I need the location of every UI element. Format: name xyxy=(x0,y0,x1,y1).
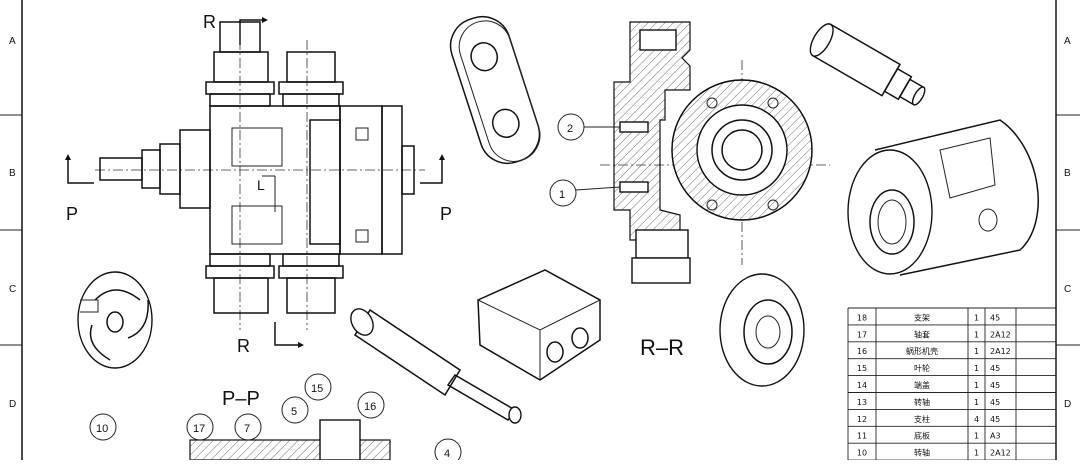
zone-letter-c-left: C xyxy=(9,284,16,295)
bom-cell-name: 转轴 xyxy=(914,397,930,407)
bom-cell-qty: 1 xyxy=(974,330,979,339)
svg-text:4: 4 xyxy=(444,448,450,460)
bom-cell-qty: 1 xyxy=(974,432,979,441)
bom-cell-qty: 1 xyxy=(974,347,979,356)
iso-flange xyxy=(719,273,805,387)
zone-letter-d-left: D xyxy=(9,399,16,410)
section-rr-view: 2 1 R–R xyxy=(549,21,830,360)
section-r-marker-top xyxy=(239,19,262,45)
balloon-5 xyxy=(281,396,309,424)
bom-cell-no: 14 xyxy=(857,381,867,390)
bom-cell-material: 45 xyxy=(990,398,1000,407)
bom-cell-qty: 4 xyxy=(974,415,979,424)
bom-cell-name: 转轴 xyxy=(914,448,930,458)
bom-cell-no: 18 xyxy=(857,313,867,322)
bom-cell-name: 支架 xyxy=(914,312,930,322)
bom-cell-no: 17 xyxy=(857,330,867,339)
bom-cell-material: 2A12 xyxy=(990,330,1011,339)
section-p-label-right: P xyxy=(440,204,452,224)
bom-cell-name: 蜗形机壳 xyxy=(906,346,938,356)
svg-text:17: 17 xyxy=(193,423,205,435)
bom-cell-qty: 1 xyxy=(974,449,979,458)
zone-letter-c-right: C xyxy=(1064,284,1071,295)
iso-link-plate xyxy=(449,15,541,165)
section-r-label-bottom: R xyxy=(237,336,250,356)
zone-letter-a-left: A xyxy=(9,36,16,47)
bom-cell-no: 11 xyxy=(857,432,867,441)
bom-cell-qty: 1 xyxy=(974,398,979,407)
bom-cell-material: 45 xyxy=(990,364,1000,373)
bom-row: 11 底板 1 A3 xyxy=(857,431,1001,441)
balloon-7 xyxy=(234,413,262,441)
zone-letter-d-right: D xyxy=(1064,399,1071,410)
balloon-15 xyxy=(304,373,332,401)
bom-cell-no: 16 xyxy=(857,347,867,356)
iso-impeller xyxy=(77,271,153,369)
balloon-17 xyxy=(186,413,214,441)
svg-text:1: 1 xyxy=(559,189,565,201)
iso-cylinder-housing xyxy=(847,119,1039,276)
bom-cell-qty: 1 xyxy=(974,313,979,322)
bom-cell-name: 叶轮 xyxy=(914,363,930,373)
iso-pin xyxy=(809,23,926,106)
bom-cell-qty: 1 xyxy=(974,381,979,390)
bom-row: 10 转轴 1 2A12 xyxy=(857,448,1011,458)
svg-text:15: 15 xyxy=(311,383,323,395)
svg-text:7: 7 xyxy=(244,423,250,435)
svg-text:16: 16 xyxy=(364,401,376,413)
svg-text:2: 2 xyxy=(567,123,573,135)
bom-cell-name: 轴套 xyxy=(914,329,930,339)
bom-cell-no: 10 xyxy=(857,449,867,458)
bom-cell-qty: 1 xyxy=(974,364,979,373)
bom-row: 18 支架 1 45 xyxy=(857,312,1000,322)
bom-cell-name: 支柱 xyxy=(914,414,930,424)
bom-cell-material: 2A12 xyxy=(990,347,1011,356)
bom-cell-material: A3 xyxy=(990,432,1001,441)
section-r-label-top: R xyxy=(203,12,216,32)
bom-cell-name: 端盖 xyxy=(914,380,930,390)
section-rr-title: R–R xyxy=(640,335,684,360)
bom-cell-material: 45 xyxy=(990,381,1000,390)
bom-cell-material: 45 xyxy=(990,415,1000,424)
bom-row: 13 转轴 1 45 xyxy=(857,397,1000,407)
svg-text:10: 10 xyxy=(96,423,108,435)
bom-cell-material: 2A12 xyxy=(990,449,1011,458)
bom-row: 16 蜗形机壳 1 2A12 xyxy=(857,346,1011,356)
iso-block xyxy=(477,269,601,381)
zone-letter-a-right: A xyxy=(1064,36,1071,47)
bom-cell-name: 底板 xyxy=(914,431,930,441)
bom-row: 12 支柱 4 45 xyxy=(857,414,1000,424)
bom-cell-no: 13 xyxy=(857,398,867,407)
bom-cell-no: 15 xyxy=(857,364,867,373)
zone-letter-b-left: B xyxy=(9,168,16,179)
dim-l-label: L xyxy=(257,177,265,193)
balloon-4 xyxy=(434,438,462,465)
balloon-10 xyxy=(89,413,117,441)
iso-shaft xyxy=(350,308,522,424)
bom-row: 17 轴套 1 2A12 xyxy=(857,329,1011,339)
balloon-16 xyxy=(357,391,385,419)
bom-cell-no: 12 xyxy=(857,415,867,424)
section-p-marker-right xyxy=(420,158,443,184)
svg-text:5: 5 xyxy=(291,406,297,418)
section-p-marker-left xyxy=(67,158,94,184)
section-p-label-left: P xyxy=(66,204,78,224)
bom-row: 15 叶轮 1 45 xyxy=(857,363,1000,373)
zone-letter-b-right: B xyxy=(1064,168,1071,179)
section-pp-view: P–P 10 17 7 5 15 16 4 xyxy=(89,373,462,465)
bom-row: 14 端盖 1 45 xyxy=(857,380,1000,390)
section-pp-title: P–P xyxy=(222,388,260,410)
bom-cell-material: 45 xyxy=(990,313,1000,322)
balloon-1 xyxy=(549,179,577,207)
section-r-marker-bottom xyxy=(274,322,298,346)
front-view: R R P P xyxy=(65,12,452,356)
